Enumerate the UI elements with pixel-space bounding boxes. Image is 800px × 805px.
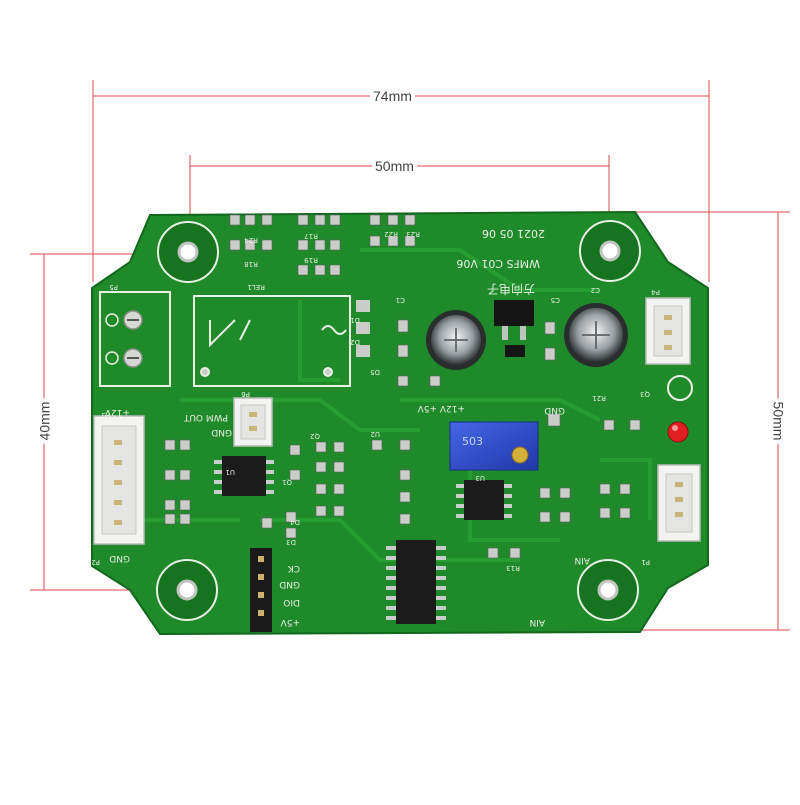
pin-header (250, 548, 272, 632)
pot-code: 503 (462, 435, 483, 448)
silk-ref-q2: Q2 (310, 432, 320, 440)
silk-date: 2021 05 06 (482, 227, 545, 240)
silk-ref-c2: C2 (591, 286, 600, 294)
connector-right-bottom (657, 464, 701, 542)
diode-array (356, 300, 370, 357)
silkscreen-text: 2021 05 06 WMFS C01 V06 方向电子 PWM OUT GND… (104, 227, 590, 627)
silk-gnd-mid: GND (544, 405, 565, 415)
silk-pwm: PWM OUT (183, 412, 228, 422)
voltage-regulator (494, 300, 534, 357)
transistor-q3 (667, 375, 693, 401)
silk-ref-u2: U2 (370, 430, 380, 438)
silk-ref-c1: C1 (396, 296, 405, 304)
potentiometer: 503 (449, 421, 539, 471)
silk-ref-u1: U1 (225, 468, 235, 476)
silk-brand: 方向电子 (487, 282, 535, 297)
capacitor-c2 (564, 303, 628, 367)
silk-5v-bottom: +5V (280, 617, 300, 627)
silk-ref-r19: R19 (304, 256, 318, 264)
silk-ck: CK (287, 563, 300, 573)
silk-12v-left: +12V (104, 407, 130, 417)
silk-ref-p5: P5 (109, 283, 118, 291)
silk-ref-q3: Q3 (640, 390, 650, 398)
connector-pwm (233, 397, 273, 447)
silk-ain-2: AIN (574, 555, 590, 565)
dimension-top-inner: 50mm (372, 158, 417, 174)
ic-u3 (456, 480, 512, 520)
dimension-right: 50mm (770, 398, 787, 444)
silk-ref-d2: D2 (350, 338, 360, 346)
silk-gnd-left: GND (109, 553, 130, 563)
silk-dio: DIO (283, 597, 300, 607)
silk-12v-5v: +12V +5V (417, 403, 465, 413)
led-red (667, 421, 689, 443)
silk-ref-c5: C5 (551, 296, 560, 304)
silk-ref-u3: U3 (475, 474, 485, 482)
silk-ref-r24: R24 (244, 236, 258, 244)
silk-ref-d1: D1 (350, 316, 360, 324)
silk-ref-p2: P2 (91, 558, 100, 566)
dimension-top-outer: 74mm (370, 88, 415, 104)
silk-ref-r22: R22 (384, 230, 398, 238)
relay-silk (200, 319, 347, 377)
connector-right-top (645, 297, 691, 365)
silk-model: WMFS C01 V06 (456, 257, 540, 270)
smd-components (164, 214, 641, 559)
silk-gnd-bottom: GND (279, 579, 300, 589)
mounting-holes (156, 220, 641, 621)
screw-terminal (105, 310, 143, 368)
silk-ref-p3: P3 (101, 411, 110, 419)
silk-ref-q1: Q1 (282, 478, 292, 486)
silk-ref-p6: P6 (241, 390, 250, 398)
ic-u1 (214, 456, 274, 496)
silk-ref-d4: D4 (290, 518, 300, 526)
silk-ref-d5: D5 (370, 368, 380, 376)
silk-ain: AIN (529, 617, 545, 627)
silk-ref-r13: R13 (506, 564, 520, 572)
silk-ref-r17: R17 (304, 232, 318, 240)
capacitor-c1 (426, 310, 486, 370)
silk-ref-r18: R18 (244, 260, 258, 268)
connector-left (93, 415, 145, 545)
dimension-left: 40mm (36, 398, 53, 444)
silk-gnd-pwm: GND (211, 427, 232, 437)
pcb-board (91, 210, 709, 636)
silk-ref-p4: P4 (651, 288, 660, 296)
silk-ref-rel1: REL1 (247, 283, 265, 291)
silk-ref-r21: R21 (592, 394, 606, 402)
silk-ref-r23: R23 (406, 230, 420, 238)
silk-ref-p1: P1 (641, 558, 650, 566)
silk-ref-d3: D3 (286, 538, 296, 546)
ic-u2 (386, 540, 446, 624)
